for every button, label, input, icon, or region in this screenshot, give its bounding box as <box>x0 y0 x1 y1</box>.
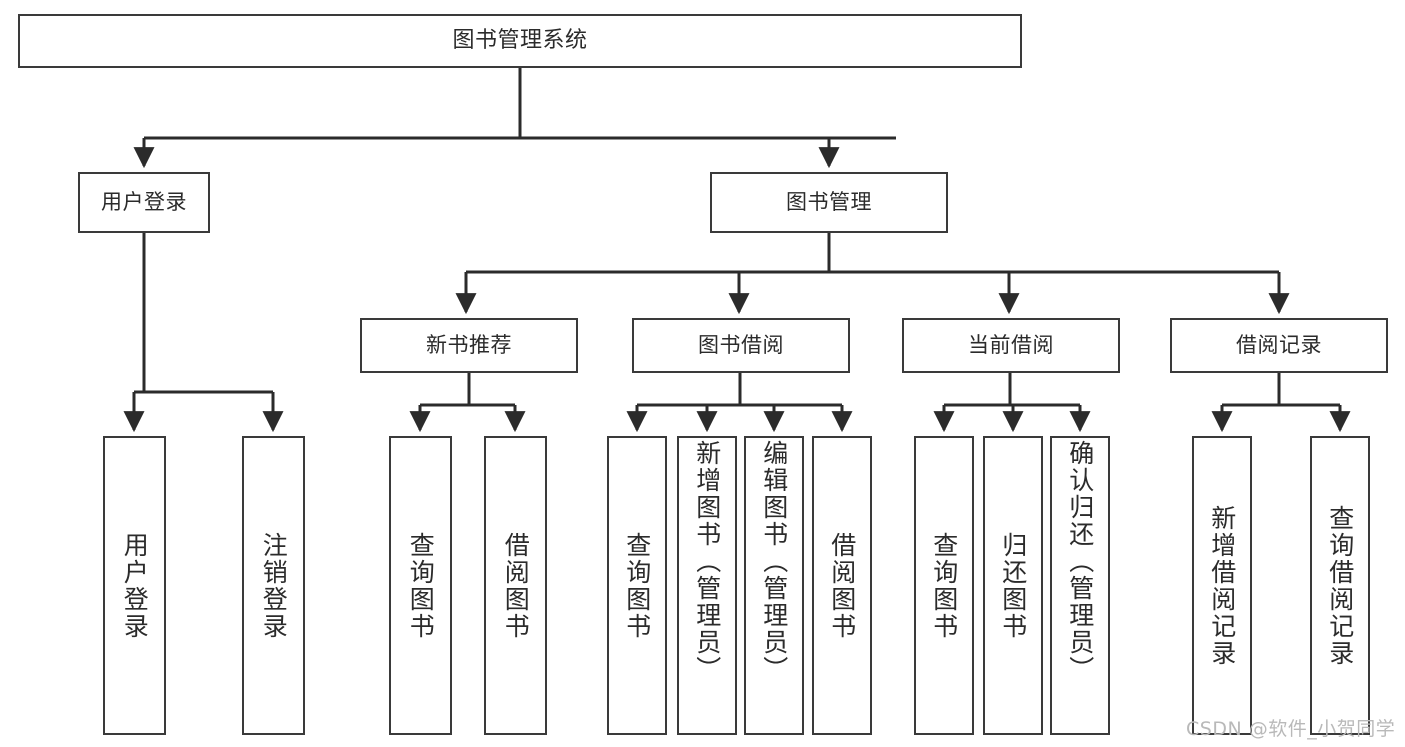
node-leaf-return-book[interactable]: 归还图书 <box>983 436 1043 735</box>
node-current-borrow[interactable]: 当前借阅 <box>902 318 1120 373</box>
node-leaf-user-logout[interactable]: 注销登录 <box>242 436 305 735</box>
node-leaf-query-book-1-label: 查询图书 <box>406 531 436 640</box>
node-leaf-borrow-book-1-label: 借阅图书 <box>501 531 531 640</box>
node-leaf-query-book-2[interactable]: 查询图书 <box>607 436 667 735</box>
node-borrow-record[interactable]: 借阅记录 <box>1170 318 1388 373</box>
node-leaf-return-book-label: 归还图书 <box>998 531 1028 640</box>
node-leaf-borrow-book-2[interactable]: 借阅图书 <box>812 436 872 735</box>
node-leaf-add-record[interactable]: 新增借阅记录 <box>1192 436 1252 735</box>
node-user-login[interactable]: 用户登录 <box>78 172 210 233</box>
node-leaf-query-book-1[interactable]: 查询图书 <box>389 436 452 735</box>
node-book-manage[interactable]: 图书管理 <box>710 172 948 233</box>
node-user-login-label: 用户登录 <box>101 190 187 215</box>
node-book-manage-label: 图书管理 <box>786 190 872 215</box>
node-leaf-add-book[interactable]: 新增图书（管理员） <box>677 436 737 735</box>
node-root[interactable]: 图书管理系统 <box>18 14 1022 68</box>
node-leaf-borrow-book-1[interactable]: 借阅图书 <box>484 436 547 735</box>
node-leaf-query-book-2-label: 查询图书 <box>622 531 652 640</box>
node-leaf-query-record-label: 查询借阅记录 <box>1325 504 1355 667</box>
node-leaf-query-record[interactable]: 查询借阅记录 <box>1310 436 1370 735</box>
node-leaf-borrow-book-2-label: 借阅图书 <box>827 531 857 640</box>
node-leaf-edit-book[interactable]: 编辑图书（管理员） <box>744 436 804 735</box>
node-current-borrow-label: 当前借阅 <box>968 333 1054 358</box>
node-leaf-query-book-3-label: 查询图书 <box>929 531 959 640</box>
node-book-borrow-label: 图书借阅 <box>698 333 784 358</box>
node-leaf-user-logout-label: 注销登录 <box>259 531 289 640</box>
node-borrow-record-label: 借阅记录 <box>1236 333 1322 358</box>
node-leaf-user-login-label: 用户登录 <box>120 531 150 640</box>
node-root-label: 图书管理系统 <box>452 28 588 54</box>
node-leaf-confirm-return-label: 确认归还（管理员） <box>1065 440 1095 683</box>
node-new-book-recommend[interactable]: 新书推荐 <box>360 318 578 373</box>
node-book-borrow[interactable]: 图书借阅 <box>632 318 850 373</box>
node-leaf-query-book-3[interactable]: 查询图书 <box>914 436 974 735</box>
node-leaf-add-record-label: 新增借阅记录 <box>1207 504 1237 667</box>
node-leaf-user-login[interactable]: 用户登录 <box>103 436 166 735</box>
node-new-book-recommend-label: 新书推荐 <box>426 333 512 358</box>
node-leaf-edit-book-label: 编辑图书（管理员） <box>759 440 789 683</box>
node-leaf-confirm-return[interactable]: 确认归还（管理员） <box>1050 436 1110 735</box>
node-leaf-add-book-label: 新增图书（管理员） <box>692 440 722 683</box>
